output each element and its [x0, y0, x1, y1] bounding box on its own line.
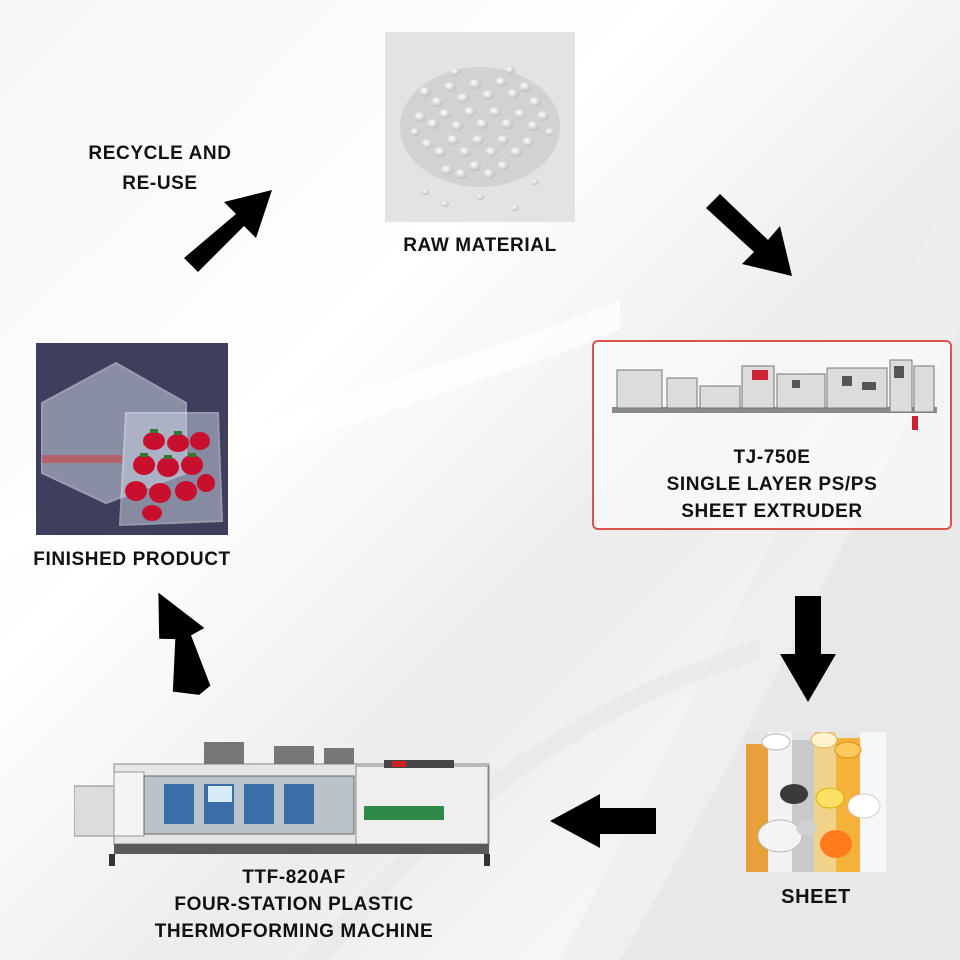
extruder-machine-image: [612, 359, 937, 430]
sheet-label: SHEET: [781, 886, 851, 908]
extruder-line1: SINGLE LAYER PS/PS: [666, 474, 878, 495]
raw-material-image: [385, 32, 575, 222]
recycle-line1: RECYCLE AND: [88, 143, 232, 164]
finished-product-label: FINISHED PRODUCT: [33, 549, 231, 570]
arrow-sheet-to-thermoformer: [550, 794, 656, 848]
thermoformer-model: TTF-820AF: [242, 867, 346, 888]
thermoformer-line2: THERMOFORMING MACHINE: [154, 921, 434, 942]
recycle-line2: RE-USE: [122, 173, 198, 194]
thermoformer-label: TTF-820AF FOUR-STATION PLASTIC THERMOFOR…: [120, 864, 468, 945]
thermoformer-line1: FOUR-STATION PLASTIC: [174, 894, 414, 915]
extruder-model: TJ-750E: [733, 447, 811, 468]
extruder-line2: SHEET EXTRUDER: [681, 501, 863, 522]
arrow-thermoformer-to-product: [158, 592, 211, 695]
arrow-product-to-recycle: [184, 190, 272, 272]
extruder-label: TJ-750E SINGLE LAYER PS/PS SHEET EXTRUDE…: [600, 444, 944, 525]
finished-product-image: [36, 343, 228, 535]
sheet-image: [746, 732, 886, 872]
thermoformer-machine-image: [74, 742, 490, 866]
raw-material-label: RAW MATERIAL: [403, 235, 557, 256]
recycle-label: RECYCLE AND RE-USE: [60, 140, 260, 197]
arrow-raw-to-extruder: [706, 194, 792, 276]
arrow-extruder-to-sheet: [780, 596, 836, 702]
